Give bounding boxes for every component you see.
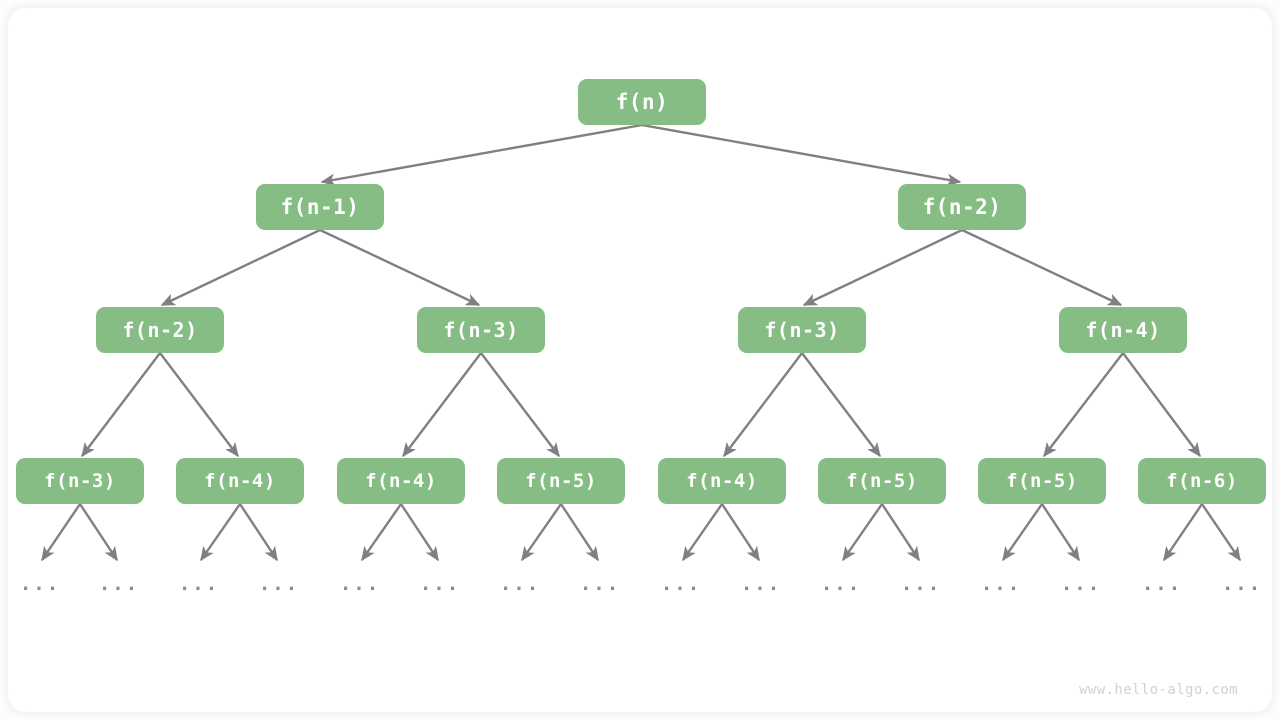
tree-node-level-1-0[interactable]: f(n-1) (256, 184, 384, 230)
tree-node-level-3-5[interactable]: f(n-5) (818, 458, 946, 504)
tree-node-level-2-0[interactable]: f(n-2) (96, 307, 224, 353)
ellipsis-marker-6: ... (499, 573, 541, 595)
ellipsis-marker-4: ... (339, 573, 381, 595)
ellipsis-marker-8: ... (660, 573, 702, 595)
tree-node-level-3-3[interactable]: f(n-5) (497, 458, 625, 504)
tree-node-level-3-0[interactable]: f(n-3) (16, 458, 144, 504)
tree-node-level-2-2[interactable]: f(n-3) (738, 307, 866, 353)
tree-node-level-3-7[interactable]: f(n-6) (1138, 458, 1266, 504)
tree-node-label: f(n-3) (764, 318, 840, 342)
watermark: www.hello-algo.com (1079, 682, 1238, 698)
tree-node-level-3-1[interactable]: f(n-4) (176, 458, 304, 504)
tree-node-level-1-1[interactable]: f(n-2) (898, 184, 1026, 230)
ellipsis-marker-10: ... (820, 573, 862, 595)
tree-node-label: f(n-3) (44, 470, 116, 492)
tree-node-level-3-4[interactable]: f(n-4) (658, 458, 786, 504)
ellipsis-marker-11: ... (900, 573, 942, 595)
tree-node-label: f(n-2) (922, 195, 1002, 219)
ellipsis-marker-7: ... (579, 573, 621, 595)
tree-node-label: f(n-5) (846, 470, 918, 492)
ellipsis-marker-9: ... (740, 573, 782, 595)
tree-node-label: f(n-6) (1166, 470, 1238, 492)
tree-node-level-0-0[interactable]: f(n) (578, 79, 706, 125)
ellipsis-marker-13: ... (1060, 573, 1102, 595)
tree-node-label: f(n-4) (686, 470, 758, 492)
ellipsis-marker-3: ... (258, 573, 300, 595)
tree-node-label: f(n-5) (525, 470, 597, 492)
ellipsis-marker-2: ... (178, 573, 220, 595)
tree-node-label: f(n) (615, 90, 669, 114)
ellipsis-marker-1: ... (98, 573, 140, 595)
ellipsis-marker-14: ... (1141, 573, 1183, 595)
tree-node-level-2-1[interactable]: f(n-3) (417, 307, 545, 353)
tree-node-label: f(n-3) (443, 318, 519, 342)
tree-node-label: f(n-4) (1085, 318, 1161, 342)
ellipsis-marker-5: ... (419, 573, 461, 595)
ellipsis-marker-12: ... (980, 573, 1022, 595)
tree-node-label: f(n-5) (1006, 470, 1078, 492)
tree-node-level-3-6[interactable]: f(n-5) (978, 458, 1106, 504)
tree-node-label: f(n-4) (365, 470, 437, 492)
tree-node-label: f(n-4) (204, 470, 276, 492)
ellipsis-marker-15: ... (1221, 573, 1263, 595)
tree-node-level-2-3[interactable]: f(n-4) (1059, 307, 1187, 353)
tree-node-label: f(n-2) (122, 318, 198, 342)
tree-node-level-3-2[interactable]: f(n-4) (337, 458, 465, 504)
tree-node-label: f(n-1) (280, 195, 360, 219)
ellipsis-marker-0: ... (19, 573, 61, 595)
